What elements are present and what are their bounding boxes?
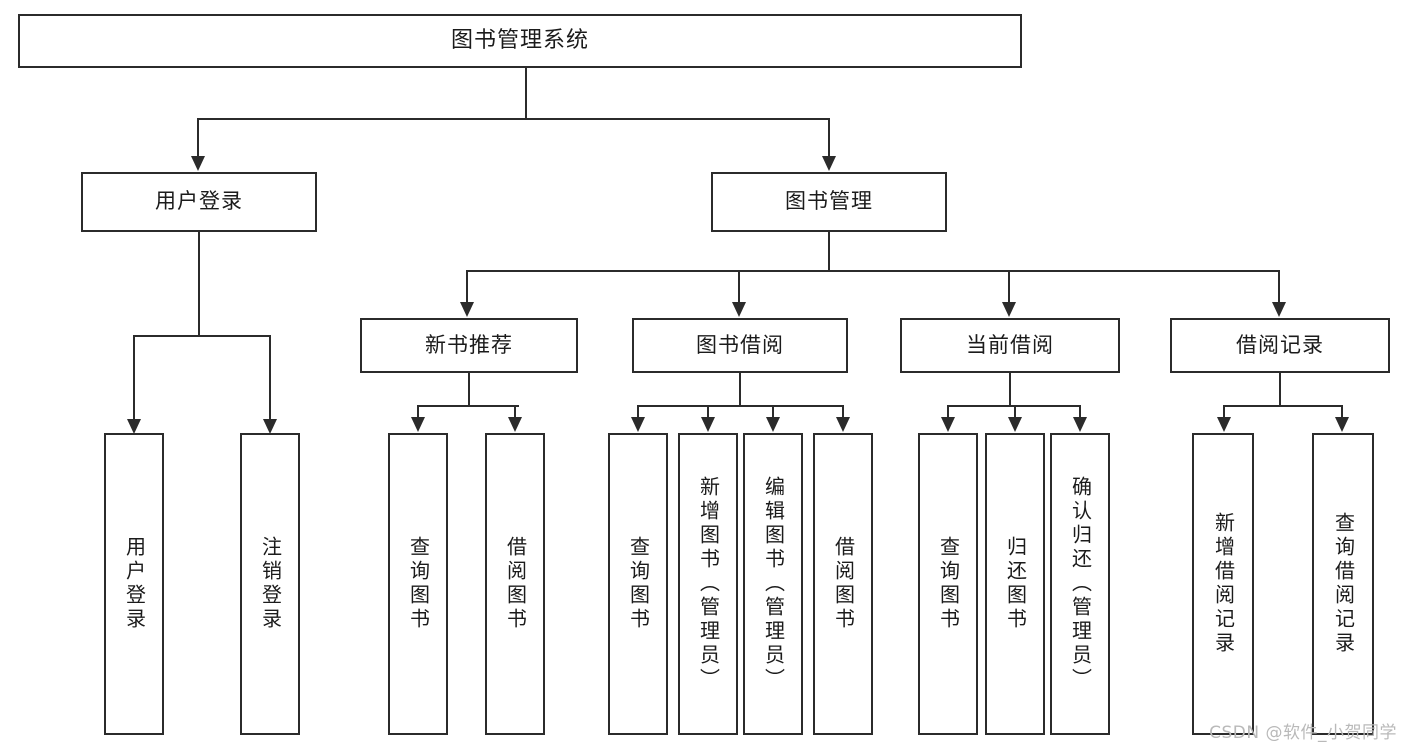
- connector-root-drop-2: [828, 118, 830, 158]
- arrow-to-leaf-borrow-book-2: [836, 417, 850, 432]
- leaf-label: 查询图书: [626, 536, 651, 632]
- node-book-borrow[interactable]: 图书借阅: [632, 318, 848, 373]
- connector-br-stem: [1279, 373, 1281, 405]
- connector-cb-bus: [947, 405, 1080, 407]
- connector-bb-drop-3: [772, 405, 774, 419]
- connector-nbr-drop-2: [514, 405, 516, 419]
- node-leaf-query-book-1[interactable]: 查询图书: [388, 433, 448, 735]
- arrow-to-current-borrow: [1002, 302, 1016, 317]
- arrow-to-book-borrow: [732, 302, 746, 317]
- node-leaf-borrow-book-1[interactable]: 借阅图书: [485, 433, 545, 735]
- connector-nbr-stem: [468, 373, 470, 405]
- node-leaf-add-record[interactable]: 新增借阅记录: [1192, 433, 1254, 735]
- leaf-label: 注销登录: [258, 536, 283, 632]
- leaf-label: 新增图书（管理员）: [696, 476, 721, 692]
- node-leaf-query-book-3[interactable]: 查询图书: [918, 433, 978, 735]
- connector-user-login-bus: [133, 335, 270, 337]
- leaf-label: 查询图书: [936, 536, 961, 632]
- connector-br-drop-1: [1223, 405, 1225, 419]
- leaf-label: 确认归还（管理员）: [1068, 476, 1093, 692]
- arrow-to-leaf-confirm-return: [1073, 417, 1087, 432]
- connector-bm-drop-4: [1278, 270, 1280, 304]
- connector-br-drop-2: [1341, 405, 1343, 419]
- connector-bm-drop-1: [466, 270, 468, 304]
- arrow-to-leaf-user-login: [127, 419, 141, 434]
- connector-nbr-drop-1: [417, 405, 419, 419]
- arrow-to-new-book-recommend: [460, 302, 474, 317]
- leaf-label: 编辑图书（管理员）: [761, 476, 786, 692]
- arrow-to-leaf-query-record: [1335, 417, 1349, 432]
- connector-user-login-drop-2: [269, 335, 271, 421]
- connector-bm-drop-3: [1008, 270, 1010, 304]
- node-leaf-user-login[interactable]: 用户登录: [104, 433, 164, 735]
- leaf-label: 查询图书: [406, 536, 431, 632]
- connector-user-login-drop-1: [133, 335, 135, 421]
- arrow-to-leaf-query-book-2: [631, 417, 645, 432]
- connector-nbr-bus: [417, 405, 519, 407]
- connector-cb-drop-2: [1014, 405, 1016, 419]
- arrow-to-leaf-add-record: [1217, 417, 1231, 432]
- arrow-to-borrow-record: [1272, 302, 1286, 317]
- node-leaf-return-book[interactable]: 归还图书: [985, 433, 1045, 735]
- node-leaf-query-record[interactable]: 查询借阅记录: [1312, 433, 1374, 735]
- node-leaf-confirm-return[interactable]: 确认归还（管理员）: [1050, 433, 1110, 735]
- arrow-to-leaf-edit-book: [766, 417, 780, 432]
- connector-br-bus: [1223, 405, 1342, 407]
- arrow-to-book-management: [822, 156, 836, 171]
- arrow-to-leaf-query-book-3: [941, 417, 955, 432]
- node-leaf-borrow-book-2[interactable]: 借阅图书: [813, 433, 873, 735]
- leaf-label: 查询借阅记录: [1331, 512, 1356, 656]
- connector-bb-drop-1: [637, 405, 639, 419]
- node-current-borrow[interactable]: 当前借阅: [900, 318, 1120, 373]
- connector-root-stem: [525, 68, 527, 118]
- connector-bb-bus: [637, 405, 843, 407]
- connector-bb-stem: [739, 373, 741, 405]
- connector-bm-drop-2: [738, 270, 740, 304]
- node-leaf-add-book[interactable]: 新增图书（管理员）: [678, 433, 738, 735]
- connector-root-drop-1: [197, 118, 199, 158]
- connector-book-management-bus: [466, 270, 1280, 272]
- node-book-management[interactable]: 图书管理: [711, 172, 947, 232]
- connector-bb-drop-2: [707, 405, 709, 419]
- node-borrow-record[interactable]: 借阅记录: [1170, 318, 1390, 373]
- arrow-to-leaf-user-logout: [263, 419, 277, 434]
- connector-user-login-stem: [198, 232, 200, 335]
- node-leaf-query-book-2[interactable]: 查询图书: [608, 433, 668, 735]
- arrow-to-user-login: [191, 156, 205, 171]
- leaf-label: 新增借阅记录: [1211, 512, 1236, 656]
- leaf-label: 归还图书: [1003, 536, 1028, 632]
- connector-root-bus: [197, 118, 829, 120]
- leaf-label: 借阅图书: [503, 536, 528, 632]
- leaf-label: 用户登录: [122, 536, 147, 632]
- connector-book-management-stem: [828, 232, 830, 270]
- node-leaf-edit-book[interactable]: 编辑图书（管理员）: [743, 433, 803, 735]
- arrow-to-leaf-query-book-1: [411, 417, 425, 432]
- arrow-to-leaf-borrow-book-1: [508, 417, 522, 432]
- node-root-system[interactable]: 图书管理系统: [18, 14, 1022, 68]
- connector-cb-drop-3: [1079, 405, 1081, 419]
- leaf-label: 借阅图书: [831, 536, 856, 632]
- connector-bb-drop-4: [842, 405, 844, 419]
- arrow-to-leaf-return-book: [1008, 417, 1022, 432]
- connector-cb-stem: [1009, 373, 1011, 405]
- node-user-login[interactable]: 用户登录: [81, 172, 317, 232]
- node-leaf-user-logout[interactable]: 注销登录: [240, 433, 300, 735]
- node-new-book-recommend[interactable]: 新书推荐: [360, 318, 578, 373]
- arrow-to-leaf-add-book: [701, 417, 715, 432]
- connector-cb-drop-1: [947, 405, 949, 419]
